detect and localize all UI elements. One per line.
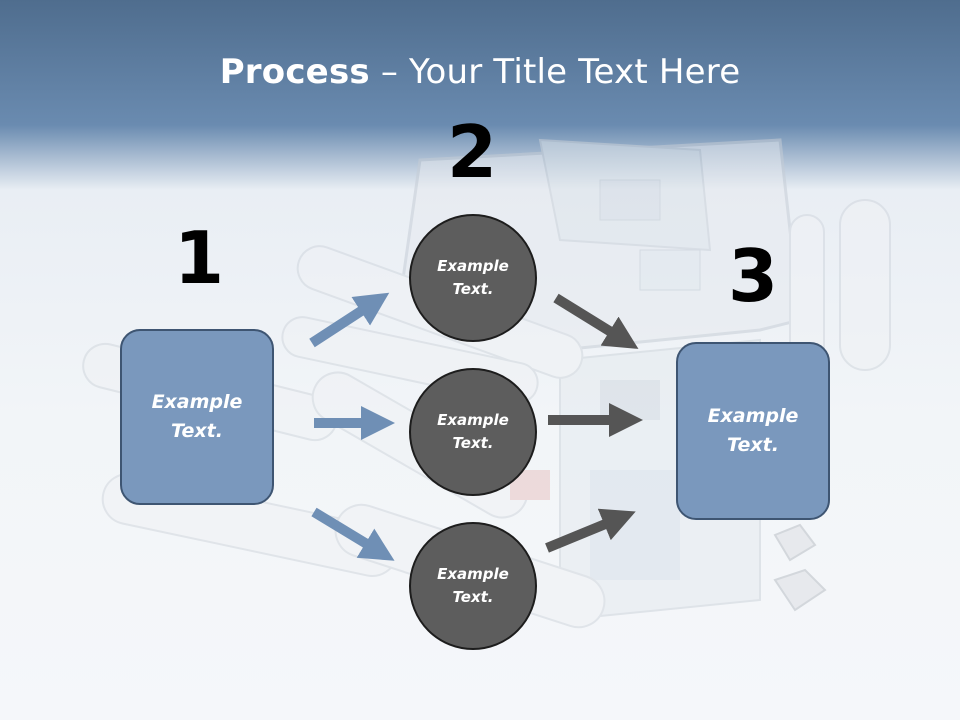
circle-bottom: Example Text. <box>409 522 537 650</box>
circle-middle-text: Example Text. <box>437 411 509 452</box>
title-rest: – Your Title Text Here <box>369 52 741 92</box>
step-number-1: 1 <box>173 216 225 300</box>
step-number-2: 2 <box>446 110 498 194</box>
circle-bottom-text: Example Text. <box>437 565 509 606</box>
arrow-bottom-circle-to-3 <box>545 508 636 553</box>
step-number-3: 3 <box>727 234 779 318</box>
step-1-box: Example Text. <box>120 329 274 505</box>
circle-middle: Example Text. <box>409 368 537 496</box>
arrow-1-to-top-circle <box>309 292 390 348</box>
slide-title: Process – Your Title Text Here <box>0 52 960 92</box>
arrow-1-to-bottom-circle <box>311 507 395 561</box>
circle-top: Example Text. <box>409 214 537 342</box>
step-3-box-text: Example Text. <box>707 405 799 456</box>
title-bold: Process <box>219 52 370 92</box>
step-1-box-text: Example Text. <box>151 391 243 442</box>
step-3-box: Example Text. <box>676 342 830 520</box>
circle-top-text: Example Text. <box>437 257 509 298</box>
arrow-top-circle-to-3 <box>553 293 639 349</box>
